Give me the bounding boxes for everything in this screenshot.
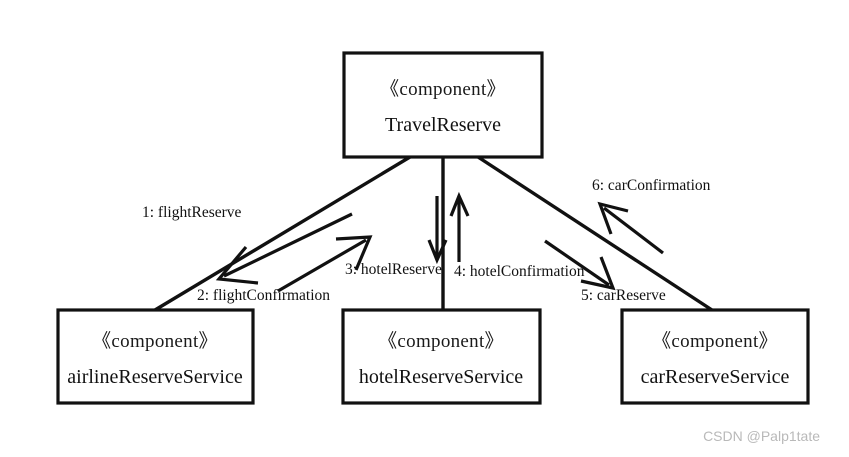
component-hotel-reserve-service[interactable]: 《component》 hotelReserveService xyxy=(341,308,542,405)
component-airline-reserve-service[interactable]: 《component》 airlineReserveService xyxy=(56,308,255,405)
message-arrow-5-shaft xyxy=(544,239,610,287)
component-travel-reserve-box[interactable] xyxy=(342,51,544,159)
message-label-3: 3: hotelReserve xyxy=(345,261,442,278)
component-travel-reserve-stereotype: 《component》 xyxy=(380,78,506,100)
component-travel-reserve-name: TravelReserve xyxy=(385,114,501,136)
message-arrow-1-flightreserve xyxy=(215,212,353,285)
message-arrow-1-head xyxy=(215,245,259,285)
component-car-reserve-service[interactable]: 《component》 carReserveService xyxy=(620,308,810,405)
message-arrow-6-head xyxy=(597,201,629,235)
connector-travelreserve-to-car xyxy=(477,155,713,312)
message-arrow-6-shaft xyxy=(603,206,664,255)
component-car-reserve-service-box[interactable] xyxy=(620,308,810,405)
message-arrow-2-head xyxy=(335,235,373,271)
message-label-6: 6: carConfirmation xyxy=(592,177,711,194)
component-airline-reserve-service-box[interactable] xyxy=(56,308,255,405)
message-arrow-2-flightconfirmation xyxy=(277,235,373,293)
component-car-reserve-service-stereotype: 《component》 xyxy=(652,330,778,352)
message-label-5: 5: carReserve xyxy=(581,287,666,304)
component-hotel-reserve-service-name: hotelReserveService xyxy=(359,366,523,388)
message-label-2: 2: flightConfirmation xyxy=(197,287,330,304)
watermark: CSDN @Palp1tate xyxy=(703,428,820,444)
component-hotel-reserve-service-stereotype: 《component》 xyxy=(378,330,504,352)
message-arrow-5-head xyxy=(580,256,616,291)
message-label-1: 1: flightReserve xyxy=(142,204,242,221)
message-arrow-5-carreserve xyxy=(544,239,616,291)
message-arrow-1-shaft xyxy=(223,212,353,278)
component-group: 《component》 TravelReserve 《component》 ai… xyxy=(56,51,810,405)
message-arrow-3-head xyxy=(427,239,448,265)
message-label-group: 1: flightReserve 2: flightConfirmation 3… xyxy=(142,177,711,304)
message-arrow-2-shaft xyxy=(277,238,367,293)
component-airline-reserve-service-name: airlineReserveService xyxy=(67,366,243,388)
connector-travelreserve-to-airline xyxy=(154,155,411,312)
component-car-reserve-service-name: carReserveService xyxy=(641,366,790,388)
message-arrow-4-hotelconfirmation xyxy=(449,191,470,262)
message-arrow-group xyxy=(215,191,664,293)
component-travel-reserve[interactable]: 《component》 TravelReserve xyxy=(342,51,544,159)
message-arrow-6-carconfirmation xyxy=(597,201,664,255)
component-hotel-reserve-service-box[interactable] xyxy=(341,308,542,405)
message-arrow-3-hotelreserve xyxy=(427,196,448,265)
message-label-4: 4: hotelConfirmation xyxy=(454,263,585,280)
message-arrow-4-head xyxy=(449,191,470,217)
component-airline-reserve-service-stereotype: 《component》 xyxy=(92,330,218,352)
